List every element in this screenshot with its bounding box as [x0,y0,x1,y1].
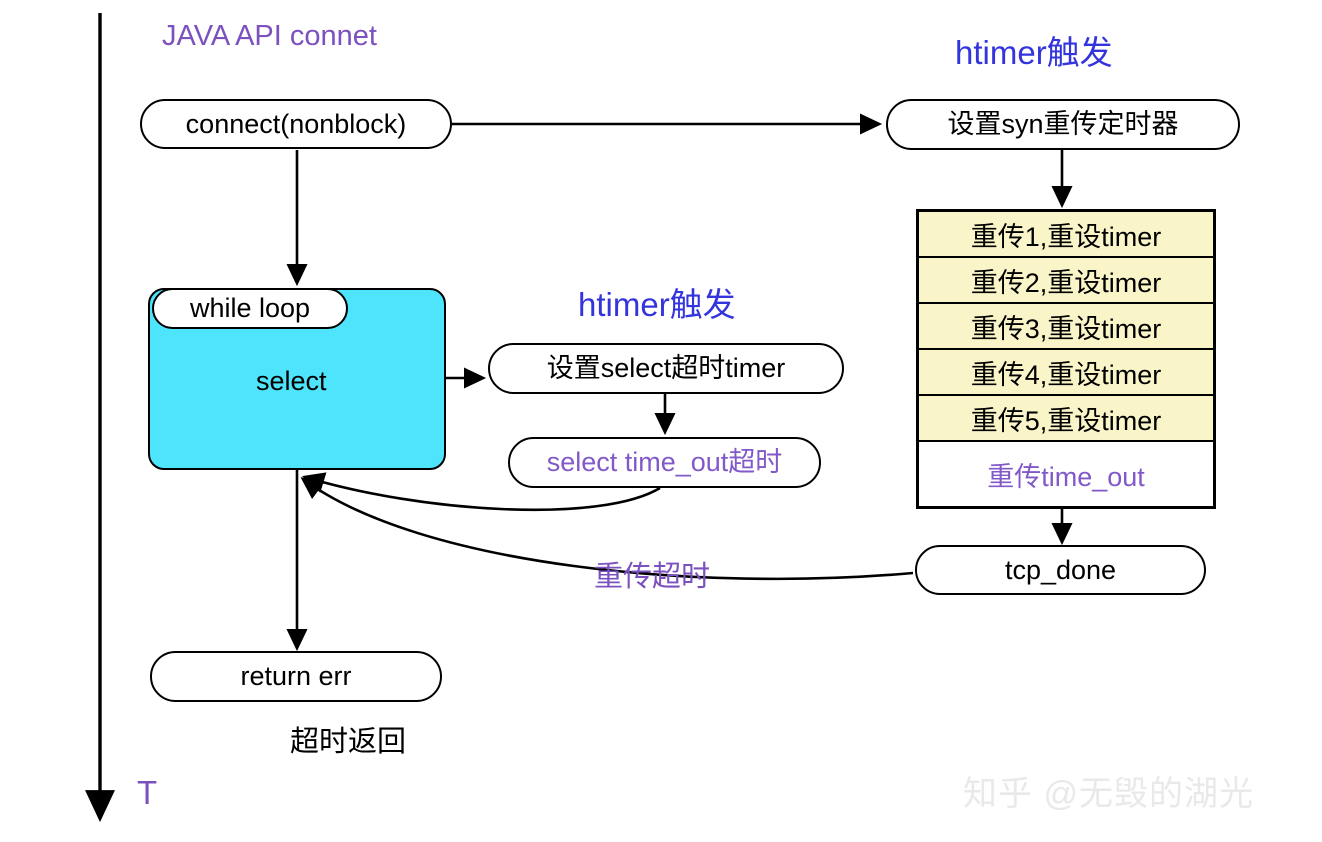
label-timeout-return: 超时返回 [290,726,407,758]
node-tcp-done[interactable]: tcp_done [915,545,1206,595]
node-set-syn-retrans-timer[interactable]: 设置syn重传定时器 [886,99,1240,150]
label-retransmission-timeout: 重传超时 [594,561,711,593]
table-row: 重传5,重设timer [919,396,1213,442]
while-loop-body-label: select [256,366,327,396]
table-row: 重传3,重设timer [919,304,1213,350]
label-java-api-connet: JAVA API connet [162,20,377,52]
node-set-select-timeout-timer[interactable]: 设置select超时timer [488,343,844,394]
retransmission-table: 重传1,重设timer 重传2,重设timer 重传3,重设timer 重传4,… [916,209,1216,509]
node-return-err[interactable]: return err [150,651,442,702]
label-htimer-trigger-right: htimer触发 [955,34,1113,71]
label-timeline-marker-t: T [137,774,158,811]
table-row: 重传2,重设timer [919,258,1213,304]
node-connect-nonblock[interactable]: connect(nonblock) [140,99,452,149]
while-loop-title-tab: while loop [152,288,348,329]
node-select-time-out[interactable]: select time_out超时 [508,437,821,488]
table-row: 重传4,重设timer [919,350,1213,396]
table-row-retrans-time-out: 重传time_out [919,442,1213,506]
label-htimer-trigger-middle: htimer触发 [578,286,736,323]
zhihu-watermark: 知乎 @无毁的湖光 [963,775,1254,813]
table-row: 重传1,重设timer [919,212,1213,258]
